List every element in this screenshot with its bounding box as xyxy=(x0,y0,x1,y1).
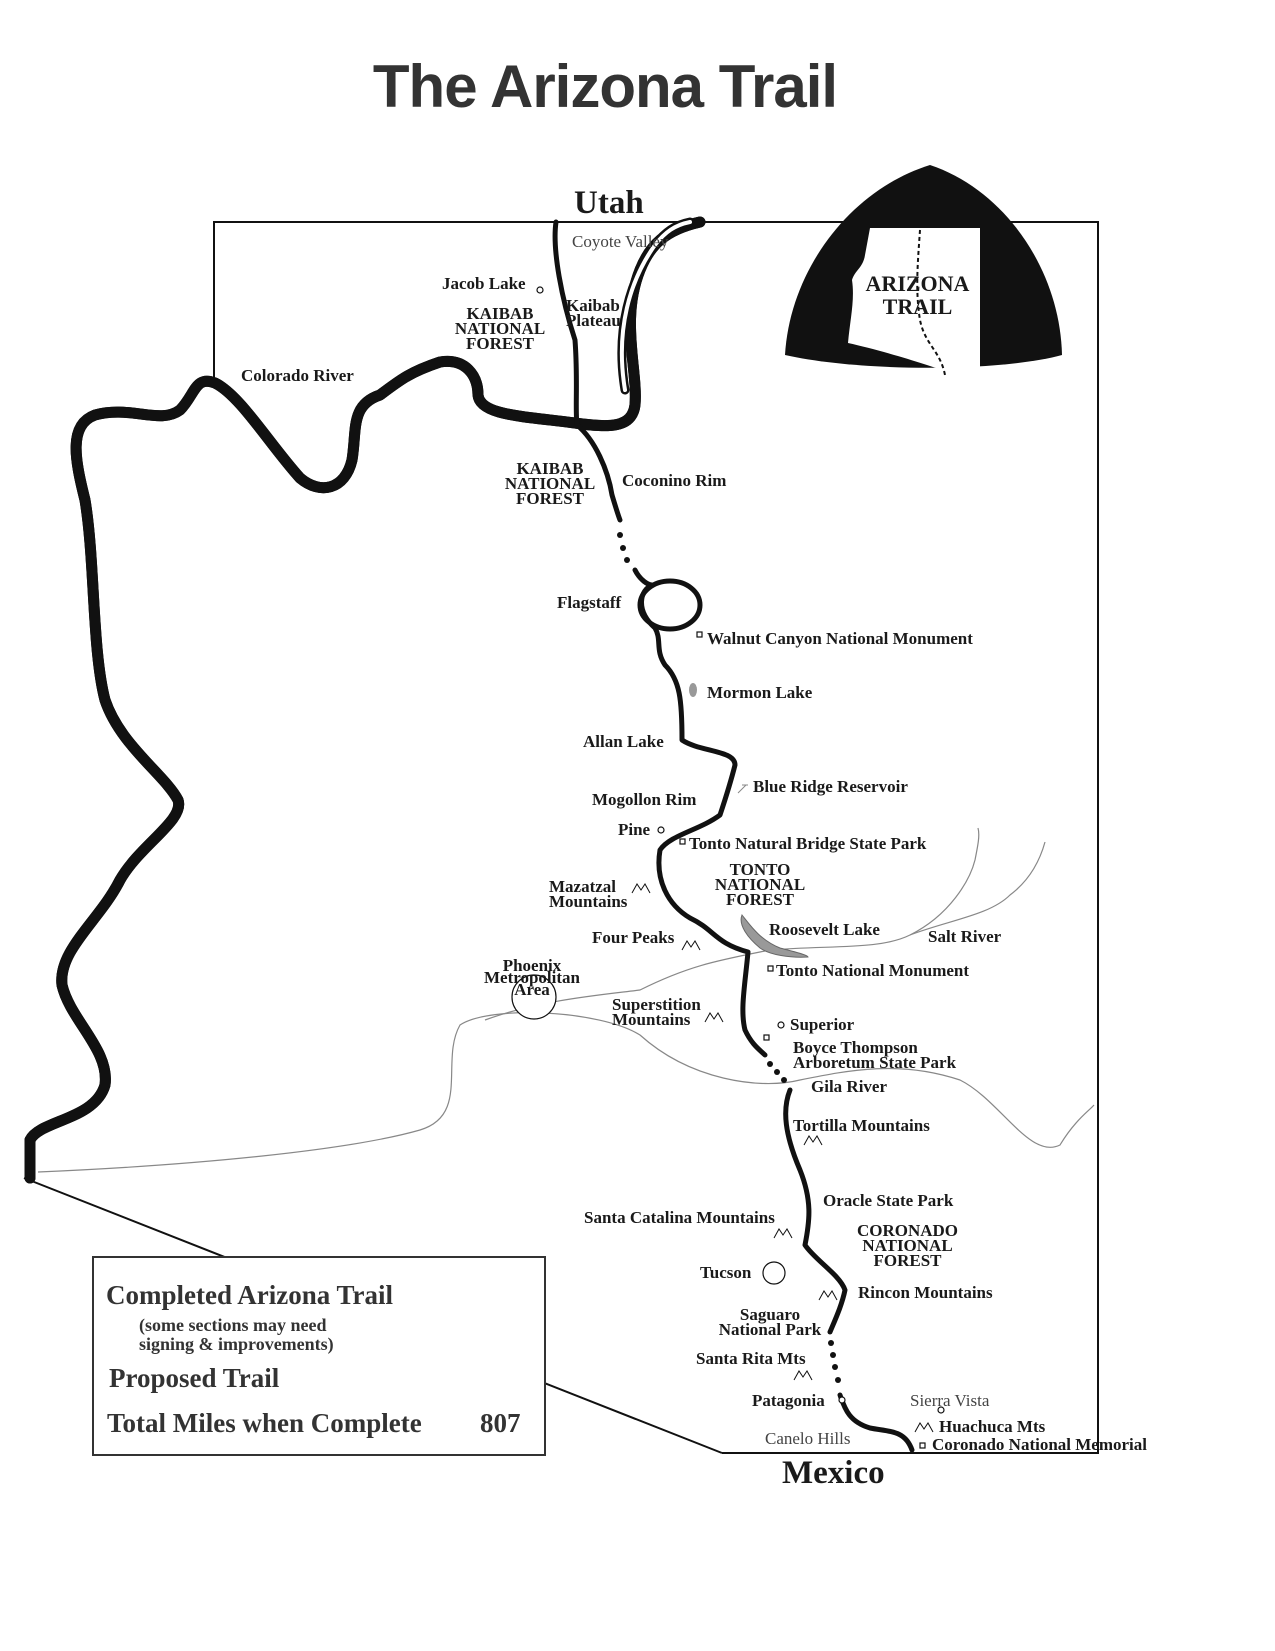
label-coronado-nf: CORONADO NATIONAL FOREST xyxy=(856,1221,959,1270)
legend-total-value: 807 xyxy=(480,1408,521,1438)
label-superior: Superior xyxy=(790,1015,855,1034)
trail-completed xyxy=(552,219,915,1453)
label-colorado-river: Colorado River xyxy=(241,366,354,385)
label-coconino-rim: Coconino Rim xyxy=(622,471,727,490)
legend-proposed: Proposed Trail xyxy=(109,1363,280,1393)
label-flagstaff: Flagstaff xyxy=(557,593,622,612)
label-pine: Pine xyxy=(618,820,651,839)
label-superstition-mountains: Superstition Mountains xyxy=(612,995,701,1029)
label-four-peaks: Four Peaks xyxy=(592,928,675,947)
label-allan-lake: Allan Lake xyxy=(583,732,664,751)
arizona-trail-logo xyxy=(785,165,1062,376)
label-tortilla-mountains: Tortilla Mountains xyxy=(793,1116,930,1135)
legend-completed: Completed Arizona Trail xyxy=(106,1280,393,1310)
label-tonto-natural-bridge: Tonto Natural Bridge State Park xyxy=(689,834,927,853)
label-boyce-thompson: Boyce Thompson Arboretum State Park xyxy=(793,1038,957,1072)
label-blue-ridge-reservoir: Blue Ridge Reservoir xyxy=(753,777,908,796)
label-huachuca: Huachuca Mts xyxy=(939,1417,1046,1436)
label-roosevelt-lake: Roosevelt Lake xyxy=(769,920,880,939)
colorado-river xyxy=(24,216,706,1184)
label-tonto-national-monument: Tonto National Monument xyxy=(776,961,970,980)
label-gila-river: Gila River xyxy=(811,1077,888,1096)
label-kaibab-nf-south: KAIBAB NATIONAL FOREST xyxy=(504,459,596,508)
label-mogollon-rim: Mogollon Rim xyxy=(592,790,697,809)
label-santa-catalina: Santa Catalina Mountains xyxy=(584,1208,775,1227)
logo-text: ARIZONA TRAIL xyxy=(865,271,970,319)
legend-total-label: Total Miles when Complete xyxy=(107,1408,422,1438)
place-markers xyxy=(511,286,945,1449)
legend-note: (some sections may need signing & improv… xyxy=(139,1315,334,1354)
label-mexico: Mexico xyxy=(782,1455,885,1491)
label-oracle-state-park: Oracle State Park xyxy=(823,1191,954,1210)
label-canelo-hills: Canelo Hills xyxy=(765,1429,851,1448)
label-tucson: Tucson xyxy=(700,1263,752,1282)
label-salt-river: Salt River xyxy=(928,927,1002,946)
mormon-lake xyxy=(689,683,697,697)
label-phoenix: Phoenix Metropolitan Area xyxy=(483,956,580,999)
mountain-icons xyxy=(631,784,934,1433)
label-kaibab-plateau: Kaibab Plateau xyxy=(566,296,621,330)
label-mormon-lake: Mormon Lake xyxy=(707,683,813,702)
label-coronado-memorial: Coronado National Memorial xyxy=(932,1435,1148,1454)
trail-proposed xyxy=(617,532,841,1383)
label-jacob-lake: Jacob Lake xyxy=(442,274,526,293)
label-coyote-valley: Coyote Valley xyxy=(572,232,669,251)
label-walnut-canyon: Walnut Canyon National Monument xyxy=(707,629,973,648)
label-utah: Utah xyxy=(574,185,644,221)
map-title: The Arizona Trail xyxy=(372,53,838,120)
label-kaibab-nf-north: KAIBAB NATIONAL FOREST xyxy=(454,304,546,353)
label-mazatzal-mountains: Mazatzal Mountains xyxy=(549,877,628,911)
minor-rivers xyxy=(37,827,1095,1173)
label-patagonia: Patagonia xyxy=(752,1391,825,1410)
roosevelt-lake xyxy=(740,914,809,958)
label-rincon-mountains: Rincon Mountains xyxy=(858,1283,993,1302)
label-saguaro: Saguaro National Park xyxy=(718,1305,822,1339)
legend: Completed Arizona Trail (some sections m… xyxy=(92,1256,546,1456)
label-santa-rita: Santa Rita Mts xyxy=(696,1349,806,1368)
label-sierra-vista: Sierra Vista xyxy=(910,1391,990,1410)
label-tonto-nf: TONTO NATIONAL FOREST xyxy=(714,860,806,909)
